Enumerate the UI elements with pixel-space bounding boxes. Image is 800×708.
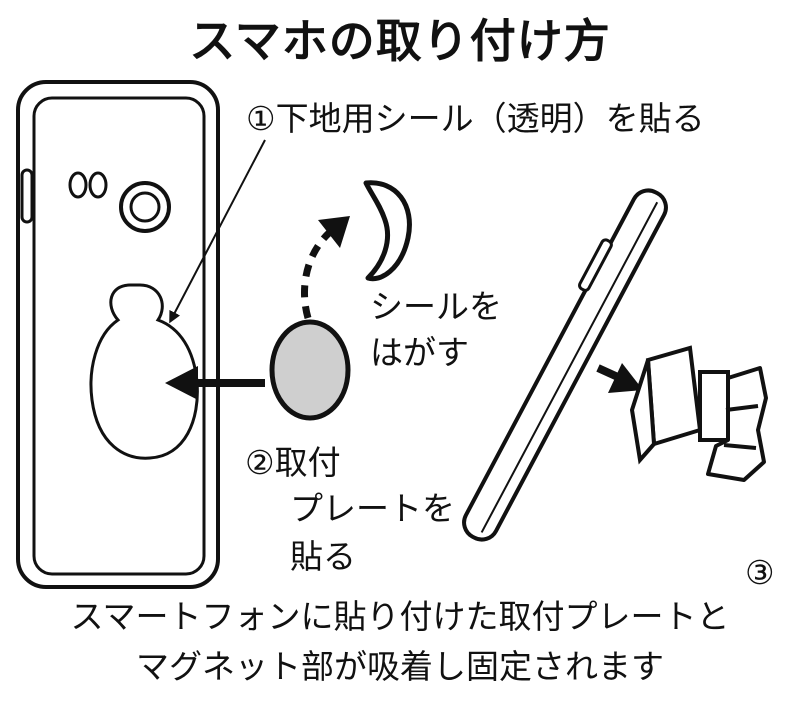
phone-side-illustration xyxy=(462,188,668,542)
attach-plate-arrowhead-icon xyxy=(165,366,198,400)
step1-label: ①下地用シール（透明）を貼る xyxy=(246,99,705,138)
caption-line2: マグネット部が吸着し固定されます xyxy=(136,647,664,686)
vent-clip-groove-2 xyxy=(723,443,757,450)
magnet-face xyxy=(645,345,703,447)
vent-clip-groove xyxy=(725,404,759,412)
peel-note-line2: はがす xyxy=(370,333,469,372)
camera-lens-inner-icon xyxy=(129,191,161,223)
sensor-icon xyxy=(88,171,108,199)
step2-label-line2: プレートを xyxy=(290,489,455,528)
phone-inner-outline xyxy=(32,96,206,576)
step2-label-line1: ②取付 xyxy=(245,443,341,482)
vent-clip xyxy=(706,366,768,482)
phone-side-button xyxy=(20,168,34,224)
peel-dashed-arrow xyxy=(301,229,333,319)
phone-body-outline xyxy=(16,80,220,589)
magnet-stem xyxy=(698,370,730,442)
clear-sticker-outline xyxy=(89,283,199,460)
peel-arrowhead-icon xyxy=(318,216,350,248)
magnet-rim xyxy=(629,359,657,465)
mounting-plate xyxy=(269,319,351,421)
phone-back-illustration xyxy=(16,80,220,589)
peel-note-line1: シールを xyxy=(370,287,502,326)
phone-side-outline xyxy=(462,188,668,542)
magnet-mount-illustration xyxy=(629,345,768,482)
page-title: スマホの取り付け方 xyxy=(189,14,611,68)
flash-icon xyxy=(68,171,88,199)
step2-label-line3: 貼る xyxy=(290,537,356,576)
step3-label: ③ xyxy=(745,553,775,592)
step1-leader-arrow xyxy=(169,139,266,324)
phone-side-edge-line xyxy=(480,201,659,533)
camera-lens-icon xyxy=(119,181,171,233)
peeled-backing-sticker xyxy=(363,180,412,282)
magnet-arrowhead-icon xyxy=(608,363,643,393)
phone-side-button-2 xyxy=(578,238,613,292)
caption-line1: スマートフォンに貼り付けた取付プレートと xyxy=(70,597,730,636)
